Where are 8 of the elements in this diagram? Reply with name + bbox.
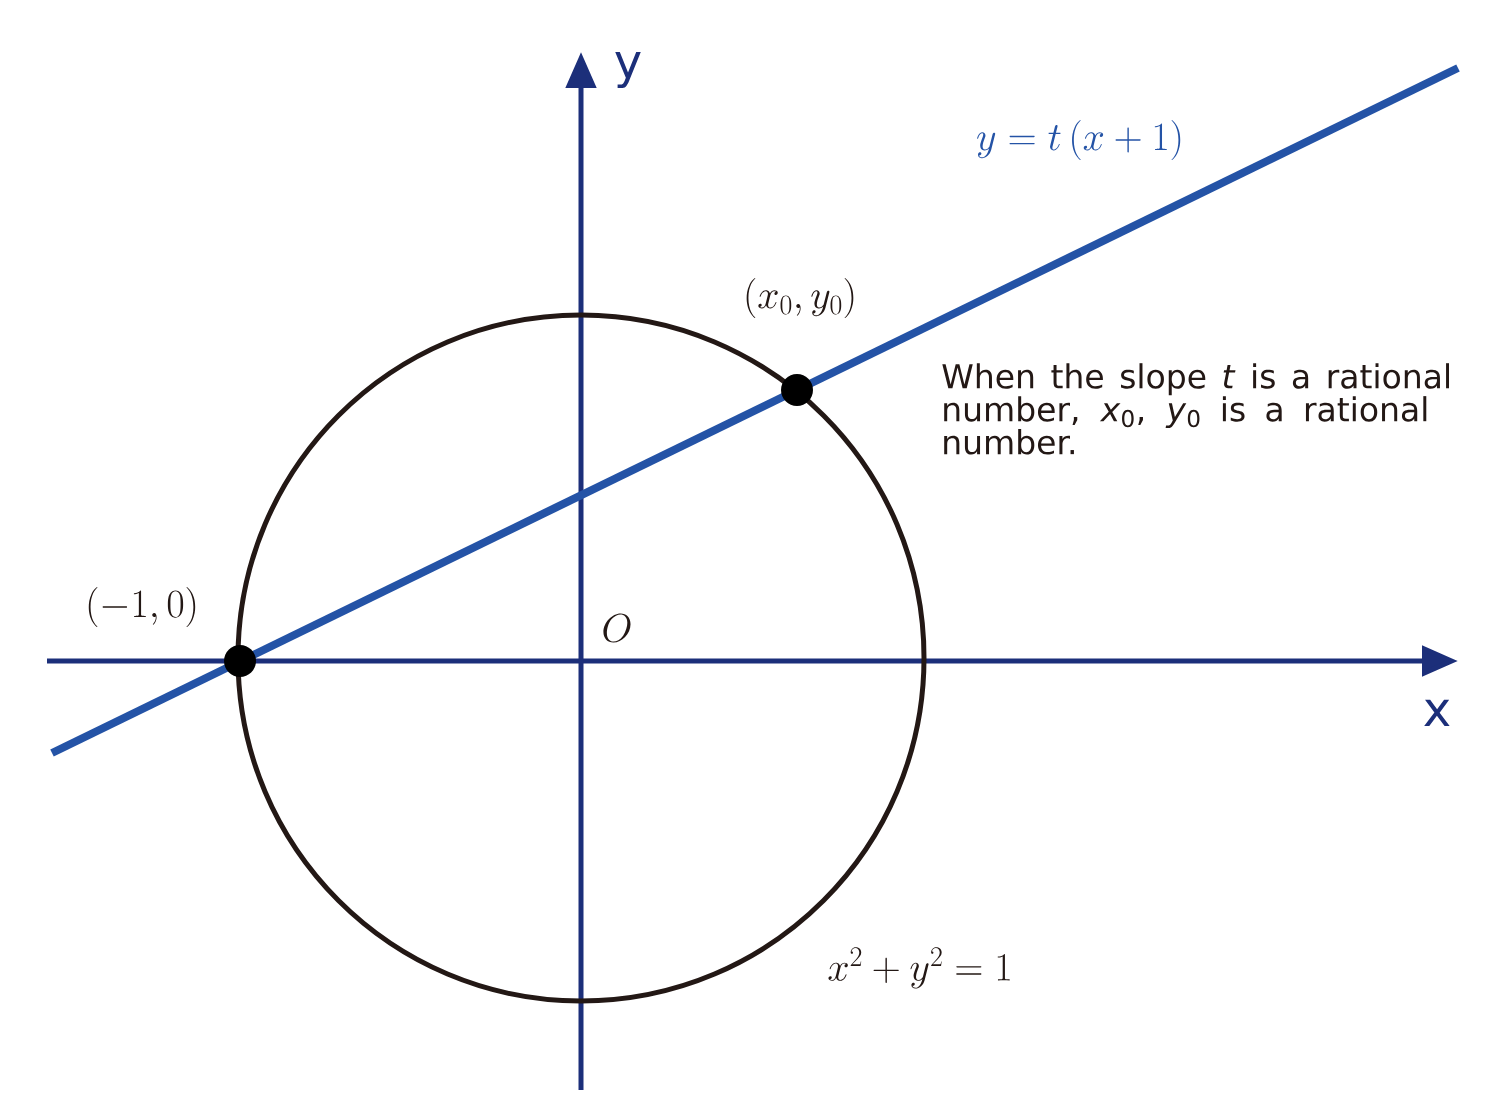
point-label: $(-1,0)$	[88, 587, 196, 627]
note-text: When the slope t is a rational number, x$_{0}$, y$_{0}$ is a rational number.	[942, 363, 1449, 455]
point-label: $(x_0,y_0)$	[746, 278, 854, 318]
origin-label: $O$	[603, 613, 631, 643]
circle-equation: $x^2+y^2=1$	[828, 947, 1010, 989]
axis-label: x	[1424, 699, 1450, 727]
axis-label: y	[615, 51, 641, 89]
line-equation: $y=t\,(x+1)$	[977, 120, 1181, 160]
